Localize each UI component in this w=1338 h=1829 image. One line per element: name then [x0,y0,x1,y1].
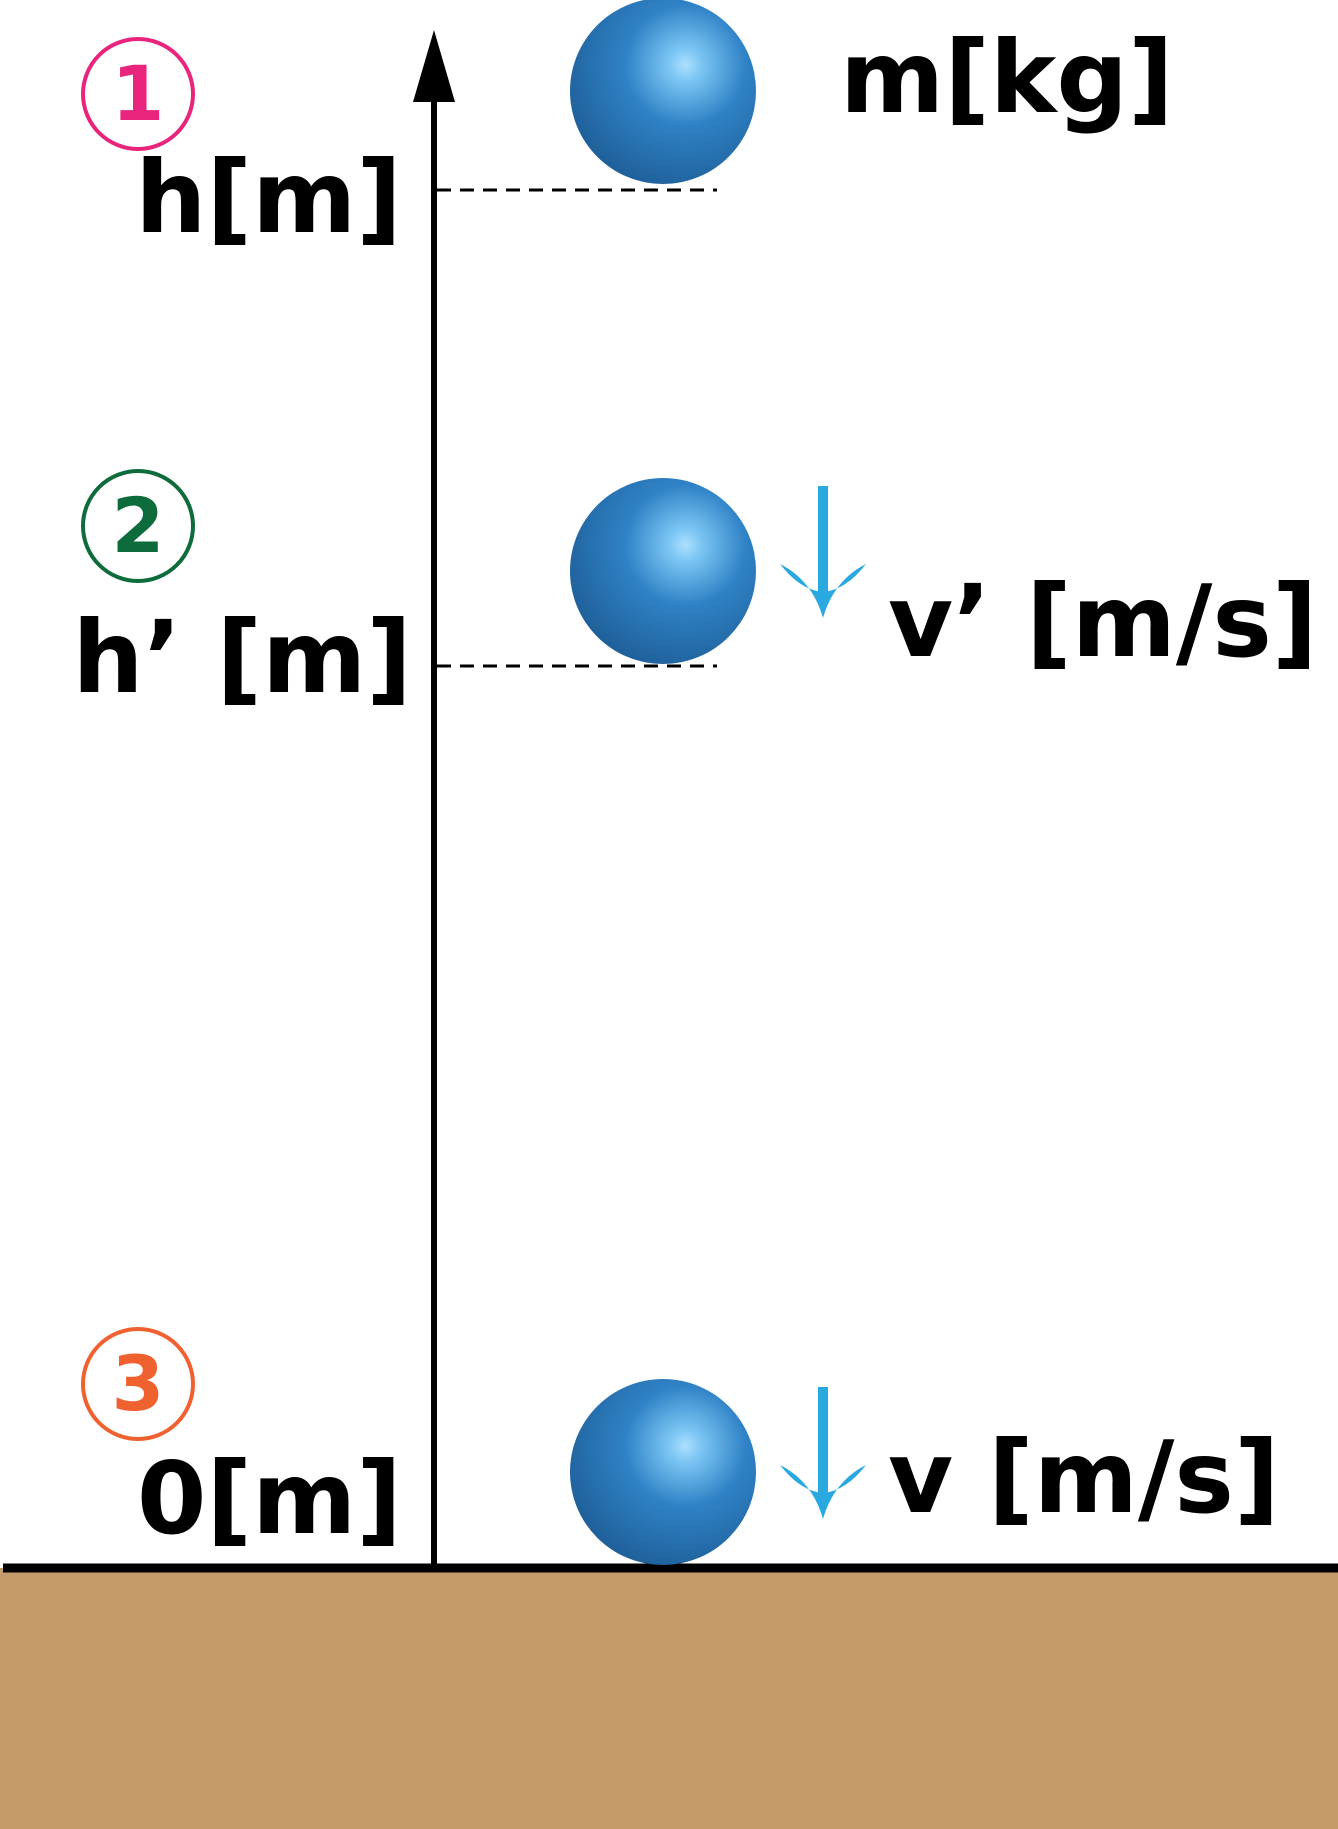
stage-1-marker: 1 [81,37,195,151]
height-label-h-prime: h’ [m] [72,599,412,716]
velocity-arrow-stage-2-icon [780,486,866,618]
stage-3-number: 3 [112,1339,165,1428]
ground [0,1568,1338,1829]
ball-stage-1 [570,0,756,184]
velocity-label-stage-3: v [m/s] [888,1419,1280,1536]
stage-2-circle [81,469,195,583]
ball-stage-3 [570,1379,756,1565]
mass-label: m[kg] [840,19,1174,136]
velocity-label-stage-2: v’ [m/s] [888,563,1318,680]
ball-stage-2 [570,478,756,664]
height-label-h: h[m] [135,139,402,256]
stage-1-number: 1 [112,49,165,138]
stage-2-number: 2 [112,481,165,570]
stage-1-circle [81,37,195,151]
axis-arrow-icon [413,30,455,102]
stage-3-circle [81,1327,195,1441]
height-label-zero: 0[m] [137,1440,402,1557]
stage-3-marker: 3 [81,1327,195,1441]
stage-2-marker: 2 [81,469,195,583]
velocity-arrow-stage-3-icon [780,1387,866,1519]
